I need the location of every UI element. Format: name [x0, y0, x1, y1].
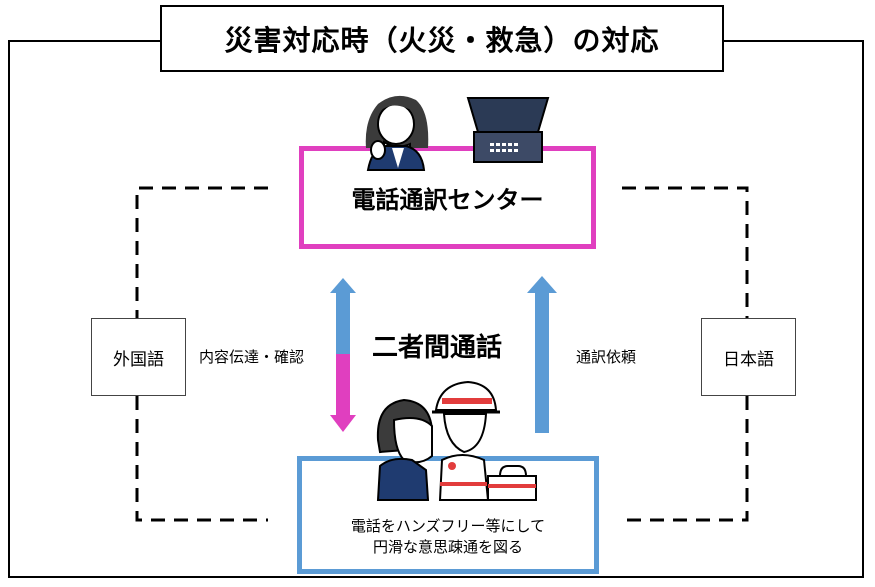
scene-caption-line2: 円滑な意思疎通を図る — [372, 538, 523, 556]
arrow-up-head — [330, 278, 356, 293]
dashed-connector-top-left — [135, 186, 268, 318]
scene-caption: 電話をハンズフリー等にして 円滑な意思疎通を図る — [305, 516, 591, 558]
dashed-connector-bottom-left — [135, 396, 268, 522]
foreign-language-label: 外国語 — [113, 349, 164, 370]
arrow-down-shaft — [336, 354, 350, 416]
interpretation-center-label: 電話通訳センター — [351, 186, 544, 214]
request-arrow — [527, 276, 557, 433]
dashed-connector-bottom-right — [622, 396, 749, 522]
interpretation-center-box: 電話通訳センター — [299, 146, 596, 249]
dashed-connector-top-right — [622, 186, 749, 318]
scene-caption-line1: 電話をハンズフリー等にして — [350, 517, 546, 535]
foreign-language-box: 外国語 — [91, 318, 186, 396]
arrow-down-head — [330, 415, 356, 432]
japanese-language-box: 日本語 — [701, 318, 796, 396]
japanese-language-label: 日本語 — [723, 349, 774, 370]
content-transfer-label: 内容伝達・確認 — [199, 348, 305, 366]
interpretation-request-label: 通訳依頼 — [576, 348, 637, 366]
arrow-up-shaft — [336, 292, 350, 354]
bidirectional-arrow — [330, 278, 356, 432]
page-title: 災害対応時（火災・救急）の対応 — [160, 5, 724, 72]
two-party-call-label: 二者間通話 — [372, 333, 503, 363]
